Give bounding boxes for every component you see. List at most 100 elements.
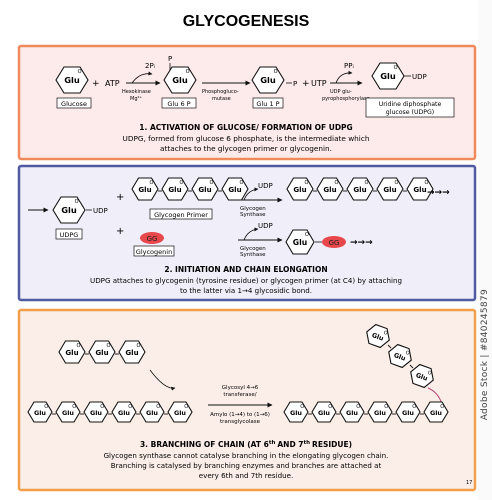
ppi-label: PPᵢ — [344, 62, 354, 70]
udpg-box-label: UDPG — [60, 231, 79, 239]
svg-text:O: O — [440, 404, 444, 410]
glu-label: Glu — [430, 409, 442, 417]
glucose-box — [56, 97, 92, 109]
glu-label: Glu — [371, 331, 385, 343]
glucose-box-label: Glucose — [61, 100, 87, 108]
synthase-label-2: Synthase — [240, 212, 266, 218]
svg-text:O: O — [107, 343, 111, 349]
watermark-text: Adobe Stock | #840245879 — [480, 288, 490, 420]
glycogenin-box — [133, 245, 175, 257]
glu-label: Glu — [380, 71, 396, 81]
glu-label: Glu — [174, 409, 186, 417]
glu-label: Glu — [61, 205, 77, 215]
glu-label: Glu — [260, 75, 276, 85]
mg-cofactor-label: Mg²⁺ — [130, 96, 142, 102]
svg-text:O: O — [383, 330, 389, 337]
glu-label: Glu — [413, 185, 426, 194]
hexokinase-label: Hexokinase — [122, 89, 151, 95]
svg-text:O: O — [156, 404, 160, 410]
branching-enzyme-label-2: transferase/ — [223, 392, 256, 398]
glu6p-box — [161, 97, 197, 109]
glu-label: Glu — [228, 185, 241, 194]
glu-label: Glu — [64, 75, 80, 85]
udp-label: UDP — [93, 207, 108, 215]
glu-label: Glu — [383, 185, 396, 194]
section-1-desc-2: attaches to the glycogen primer or glyco… — [160, 144, 332, 153]
svg-text:O: O — [300, 404, 304, 410]
glu-label: Glu — [138, 185, 151, 194]
glycogen-primer-box — [149, 208, 213, 220]
transfer-arrow — [149, 369, 176, 391]
glu-label: Glu — [125, 348, 138, 357]
glu-label: Glu — [290, 409, 302, 417]
svg-text:O: O — [427, 370, 433, 377]
svg-text:O: O — [425, 180, 429, 186]
ppi-release-arrow — [335, 70, 353, 84]
glu-label: Glu — [62, 409, 74, 417]
glu-label: Glu — [65, 348, 78, 357]
glu-label: Glu — [146, 409, 158, 417]
svg-text:O: O — [384, 404, 388, 410]
atp-label: ATP — [105, 79, 120, 88]
udpg-box-label-2: glucose (UDPG) — [386, 109, 434, 116]
glycogenin-badge — [140, 232, 164, 244]
continuation-arrows: →→→ — [427, 188, 450, 198]
synthase-label-1: Glycogen — [240, 246, 266, 252]
section-2-heading: 2. INITIATION AND CHAIN ELONGATION — [164, 265, 327, 274]
svg-text:O: O — [305, 232, 309, 238]
svg-text:O: O — [128, 404, 132, 410]
plus-sign: + — [302, 79, 310, 89]
plus-sign: + — [92, 79, 100, 89]
glu-label: Glu — [168, 185, 181, 194]
udpg-box — [55, 228, 83, 240]
synthase-label-2: Synthase — [240, 252, 266, 258]
svg-text:O: O — [394, 65, 398, 71]
glycogenin-label: Glycogenin — [136, 248, 172, 256]
plus-sign: + — [116, 192, 124, 203]
svg-text:O: O — [72, 404, 76, 410]
glu-label: Glu — [90, 409, 102, 417]
glu-label: Glu — [95, 348, 108, 357]
udp-released-label: UDP — [258, 222, 273, 230]
section-2-desc-2: to the latter via 1→4 glycosidic bond. — [180, 286, 312, 295]
glu-label: Glu — [198, 185, 211, 194]
glycogen-primer-label: Glycogen Primer — [154, 211, 208, 219]
pyrophosphorylase-label-2: pyrophosphorylase — [322, 96, 370, 102]
glycogenin-badge-label: GG — [147, 235, 158, 243]
pyrophosphorylase-label-1: UDP glu- — [330, 89, 352, 95]
section-3-desc-1: Glycogen synthase cannot catalyse branch… — [104, 451, 389, 460]
plus-sign: + — [116, 226, 124, 237]
svg-text:O: O — [150, 180, 154, 186]
glu-label: Glu — [374, 409, 386, 417]
phosphate-label-c6: P — [168, 55, 172, 63]
